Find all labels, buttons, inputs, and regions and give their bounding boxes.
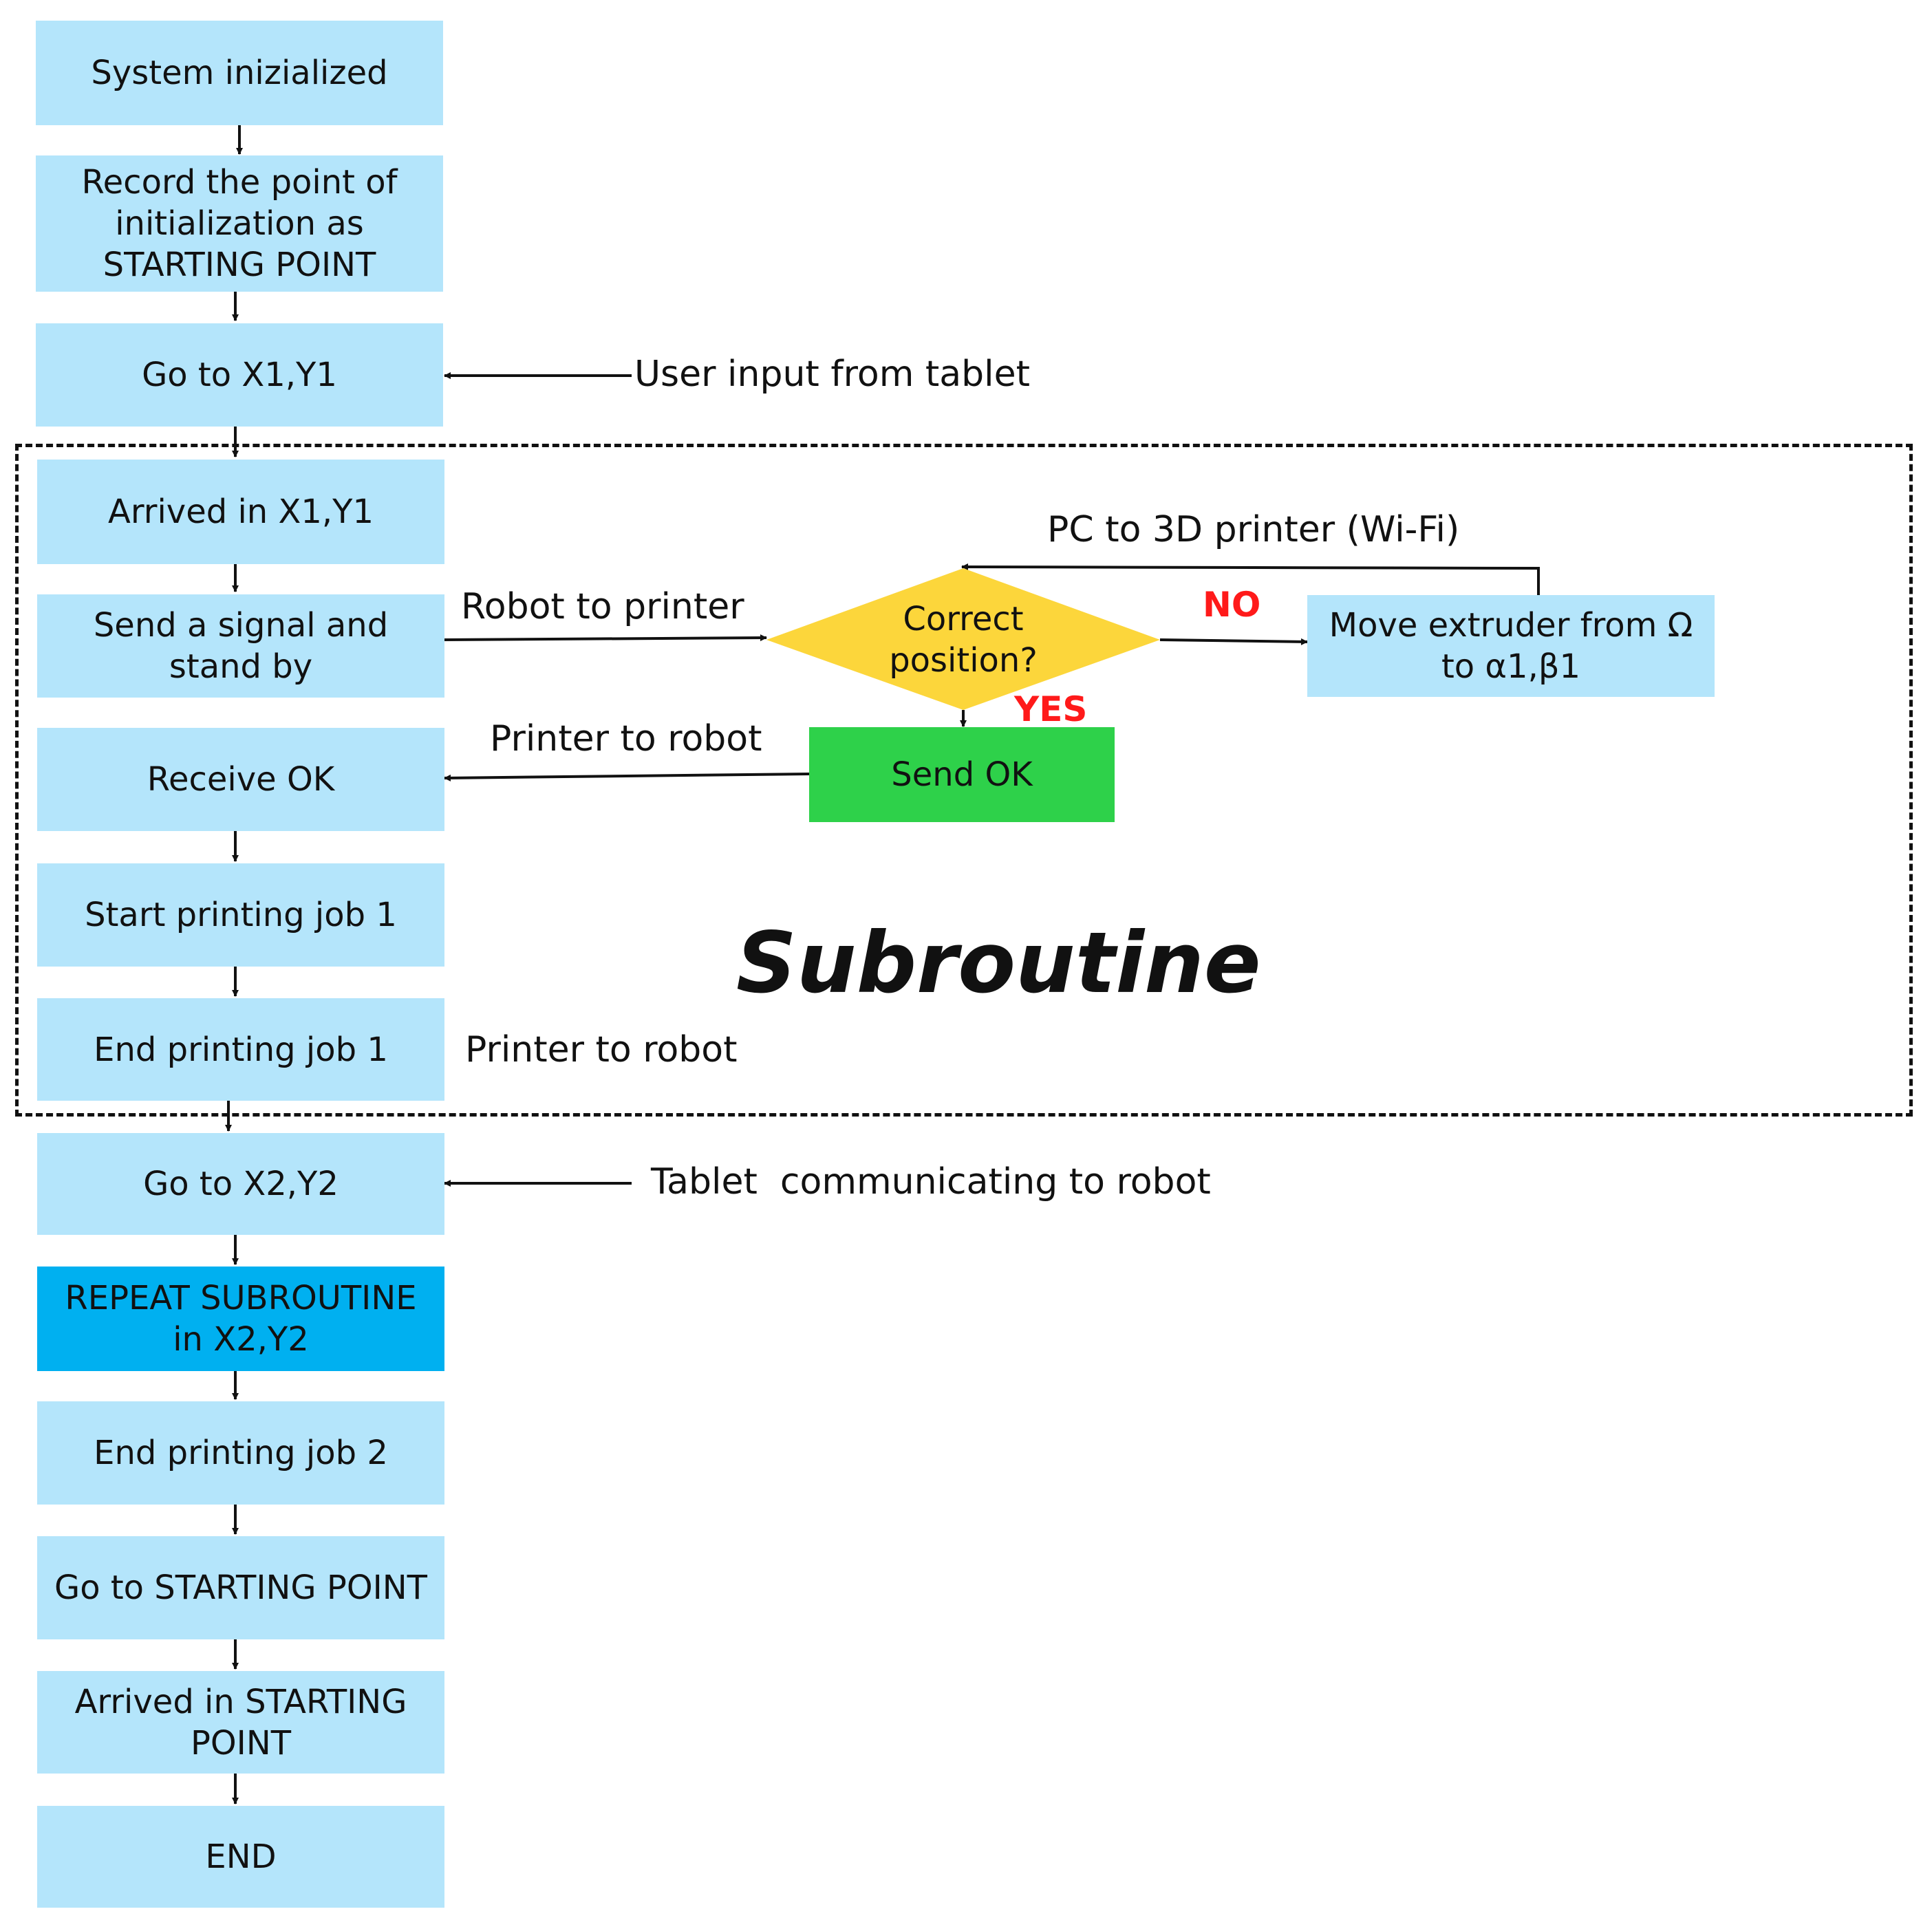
decision-question: Correct position? — [889, 600, 1038, 680]
arrow-decision-no — [1159, 638, 1308, 645]
step-system-initialized-label: System inizialized — [91, 54, 388, 92]
edge-label-robot-to-printer: Robot to printer — [461, 586, 744, 627]
step-start-job1-label: Start printing job 1 — [85, 896, 397, 934]
edge-label-tablet-to-robot: Tablet communicating to robot — [651, 1161, 1211, 1203]
edge-label-printer-to-robot-ok: Printer to robot — [490, 718, 762, 759]
arrow-printer-to-robot — [444, 773, 810, 782]
step-record-starting-point-label: Record the point of initialization as ST… — [81, 163, 398, 284]
step-receive-ok-label: Receive OK — [147, 760, 335, 799]
decision-no-label: NO — [1203, 585, 1261, 625]
step-receive-ok: Receive OK — [37, 728, 444, 831]
step-go-to-x1y1: Go to X1,Y1 — [36, 323, 443, 427]
decision-diamond — [766, 568, 1160, 710]
step-arrived-starting-point-label: Arrived in STARTING POINT — [74, 1682, 407, 1763]
node-send-ok-label: Send OK — [891, 755, 1033, 794]
arrow-pc-to-printer — [961, 563, 1540, 595]
step-end-job2: End printing job 2 — [37, 1401, 444, 1505]
decision-yes-label: YES — [1014, 689, 1088, 729]
step-system-initialized: System inizialized — [36, 21, 443, 125]
step-start-job1: Start printing job 1 — [37, 863, 444, 967]
step-end-label: END — [205, 1838, 277, 1876]
arrow-robot-to-printer — [444, 634, 767, 642]
step-record-starting-point: Record the point of initialization as ST… — [36, 155, 443, 292]
step-end-job1: End printing job 1 — [37, 998, 444, 1101]
subroutine-title: Subroutine — [736, 914, 1261, 1012]
step-repeat-subroutine-label: REPEAT SUBROUTINE in X2,Y2 — [65, 1279, 417, 1359]
step-send-signal: Send a signal and stand by — [37, 594, 444, 698]
step-send-signal-label: Send a signal and stand by — [93, 606, 389, 686]
step-go-to-x1y1-label: Go to X1,Y1 — [142, 356, 337, 394]
step-arrived-starting-point: Arrived in STARTING POINT — [37, 1671, 444, 1774]
step-go-to-starting-point: Go to STARTING POINT — [37, 1536, 444, 1639]
subroutine-frame — [15, 444, 1913, 1117]
edge-label-user-input: User input from tablet — [634, 354, 1030, 395]
node-send-ok: Send OK — [809, 727, 1115, 822]
step-end: END — [37, 1806, 444, 1908]
step-go-to-x2y2-label: Go to X2,Y2 — [143, 1165, 339, 1203]
step-arrived-x1y1: Arrived in X1,Y1 — [37, 460, 444, 564]
step-go-to-x2y2: Go to X2,Y2 — [37, 1133, 444, 1235]
step-end-job2-label: End printing job 2 — [94, 1434, 388, 1472]
node-move-extruder: Move extruder from Ω to α1,β1 — [1307, 595, 1715, 697]
step-repeat-subroutine: REPEAT SUBROUTINE in X2,Y2 — [37, 1267, 444, 1371]
step-arrived-x1y1-label: Arrived in X1,Y1 — [107, 493, 374, 531]
edge-label-pc-to-printer: PC to 3D printer (Wi-Fi) — [1047, 509, 1460, 550]
step-end-job1-label: End printing job 1 — [94, 1030, 388, 1069]
edge-label-printer-to-robot-end: Printer to robot — [465, 1029, 738, 1070]
step-go-to-starting-point-label: Go to STARTING POINT — [54, 1569, 427, 1607]
node-move-extruder-label: Move extruder from Ω to α1,β1 — [1329, 606, 1693, 686]
